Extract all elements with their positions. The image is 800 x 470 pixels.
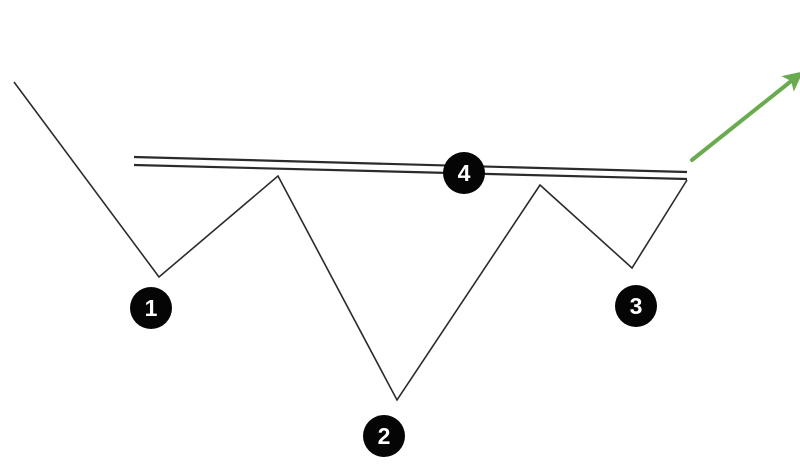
price-line: [13, 81, 688, 402]
point-badge-3-label: 3: [629, 292, 643, 319]
point-badge-3: 3: [615, 285, 657, 327]
point-badge-1: 1: [130, 287, 172, 329]
point-badge-2-label: 2: [377, 422, 391, 449]
point-badge-4: 4: [443, 152, 485, 194]
breakout-arrow: [690, 71, 800, 162]
point-badge-1-label: 1: [144, 294, 158, 321]
point-badge-2: 2: [363, 415, 405, 457]
trendline-upper: [133, 155, 688, 174]
point-badge-4-label: 4: [457, 159, 471, 186]
trendline-lower: [133, 163, 688, 181]
